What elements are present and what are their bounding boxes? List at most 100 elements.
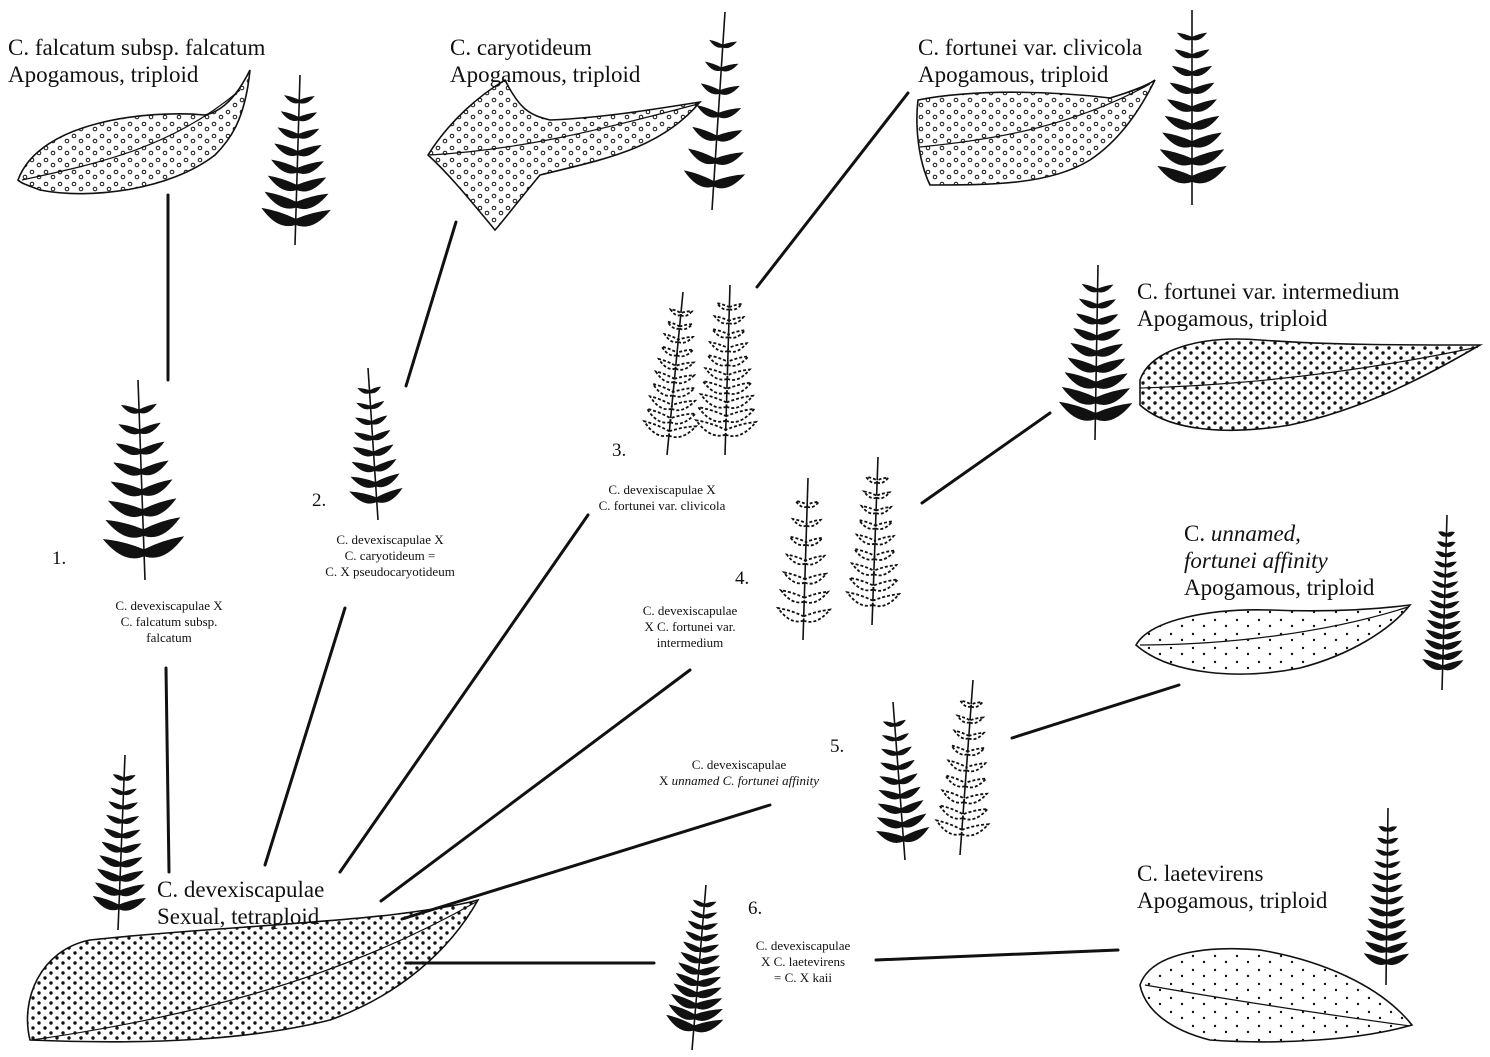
frond-pinna <box>971 702 982 707</box>
caption-italic: unnamed C. fortunei affinity <box>672 773 819 788</box>
frond-pinna <box>1375 861 1387 867</box>
caption-line: C. devexiscapulae <box>636 757 842 773</box>
frond-pinna <box>1446 532 1454 537</box>
frond-pinna <box>852 563 874 575</box>
frond-clivicola <box>1158 10 1226 205</box>
frond-pinna <box>265 192 296 208</box>
frond-laetevirens <box>1364 808 1408 985</box>
frond-hybrid-3a <box>644 292 696 455</box>
frond-pinna <box>1443 641 1461 650</box>
frond-pinna <box>111 788 123 795</box>
frond-pinna <box>1178 33 1192 40</box>
frond-pinna <box>693 127 717 140</box>
frond-pinna <box>903 827 928 841</box>
hybrid-number-3: 3. <box>612 440 626 462</box>
parent-name-prefix: C. <box>1184 521 1211 546</box>
frond-pinna <box>1428 620 1444 628</box>
frond-pinna <box>358 388 370 393</box>
frond-pinna <box>901 801 923 813</box>
parent-type: Apogamous, triploid <box>450 61 640 88</box>
frond-pinna <box>951 746 967 755</box>
frond-pinna <box>804 592 828 603</box>
frond-pinna <box>1163 133 1192 147</box>
parent-name: C. fortunei var. intermedium <box>1137 278 1400 305</box>
frond-pinna <box>696 420 726 436</box>
frond-pinna <box>900 787 920 798</box>
frond-pinna <box>1446 552 1456 557</box>
frond-pinna <box>873 594 899 606</box>
leaf-clivicola-pinna <box>917 80 1155 185</box>
frond-pinna <box>714 175 745 188</box>
frond-hybrid-4b <box>847 457 899 625</box>
leaf-caryotideum-pinna <box>428 80 700 230</box>
frond-pinna <box>896 734 909 741</box>
frond-pinna <box>298 129 318 139</box>
frond-pinna <box>285 96 300 104</box>
hybrid-number-5: 5. <box>830 736 844 758</box>
hybrid-caption-3: C. devexiscapulae X C. fortunei var. cli… <box>572 482 752 514</box>
frond-pinna <box>1071 343 1096 356</box>
leaf-laetevirens-pinna <box>1140 949 1412 1042</box>
frond-pinna <box>1371 896 1387 904</box>
frond-pinna <box>1433 581 1445 587</box>
parent-name-italic: unnamed, <box>1211 521 1301 546</box>
frond-pinna <box>702 924 717 930</box>
frond-pinna <box>1096 374 1127 389</box>
frond-pinna <box>656 371 675 382</box>
frond-pinna <box>695 1009 722 1020</box>
frond-pinna <box>715 153 743 165</box>
frond-pinna <box>299 96 314 103</box>
frond-pinna <box>1364 954 1386 965</box>
caption-line: = C. X kaii <box>738 970 868 986</box>
frond-pinna <box>1444 611 1460 618</box>
frond-pinna <box>676 973 697 985</box>
frond-pinna <box>689 149 716 164</box>
hybrid-caption-6: C. devexiscapulae X C. laetevirens = C. … <box>738 938 868 986</box>
frond-pinna <box>124 775 135 780</box>
frond-pinna <box>122 816 138 823</box>
frond-pinna <box>653 384 673 396</box>
center-label-devexiscapulae: C. devexiscapulae Sexual, tetraploid <box>157 876 324 930</box>
frond-pinna <box>878 818 903 829</box>
frond-pinna <box>298 145 321 156</box>
frond-pinna <box>696 999 722 1010</box>
frond-pinna <box>1437 542 1446 547</box>
frond-pinna <box>878 804 901 814</box>
frond-pinna <box>1387 931 1407 941</box>
frond-pinna <box>357 403 371 409</box>
frond-pinna <box>966 763 985 771</box>
frond-pinna <box>1444 621 1460 629</box>
frond-pinna <box>1443 631 1460 639</box>
frond-pinna <box>717 303 729 309</box>
frond-pinna <box>1387 896 1403 904</box>
frond-pinna <box>708 355 728 365</box>
frond-pinna <box>375 459 396 471</box>
frond-pinna <box>710 342 728 351</box>
frond-pinna <box>299 113 317 121</box>
frond-pinna <box>1192 166 1226 183</box>
frond-pinna <box>1095 403 1131 420</box>
parent-name: C. fortunei var. clivicola <box>918 34 1142 61</box>
frond-pinna <box>662 347 677 356</box>
frond-pinna <box>120 871 143 881</box>
parent-label-laetevirens: C. laetevirens Apogamous, triploid <box>1137 860 1327 914</box>
frond-pinna <box>296 210 330 226</box>
frond-pinna <box>355 433 373 441</box>
frond-pinna <box>1387 862 1400 868</box>
frond-pinna <box>804 610 830 622</box>
frond-pinna <box>691 911 703 918</box>
frond-pinna <box>1429 610 1444 618</box>
frond-pinna <box>123 803 137 810</box>
frond-pinna <box>1097 329 1120 340</box>
frond-pinna <box>967 748 984 755</box>
frond-pinna <box>275 144 298 156</box>
frond-pinna <box>807 502 819 507</box>
frond-pinna <box>689 921 703 929</box>
frond-pinna <box>1434 571 1446 577</box>
frond-pinna <box>681 311 692 316</box>
frond-pinna <box>1435 561 1446 567</box>
frond-pinna <box>1387 850 1398 856</box>
frond-unnamed <box>1423 515 1463 690</box>
frond-pinna <box>962 824 989 835</box>
frond-pinna <box>104 539 145 558</box>
